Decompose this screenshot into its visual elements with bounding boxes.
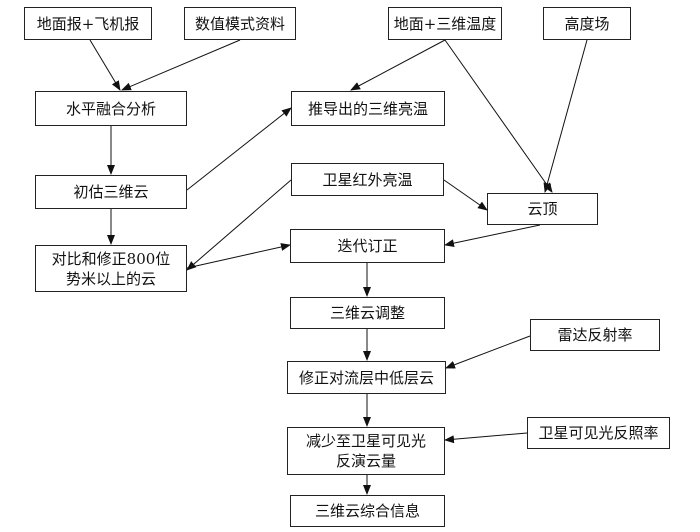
node-3d-cloud-adjust: 三维云调整 [290,297,445,329]
arrow-sat-ir-to-compare [186,179,292,271]
arrow-ground-3d-temp-to-cloud-top [444,39,553,193]
arrow-ground-aircraft-to-fusion [89,39,121,91]
node-model-data: 数值模式资料 [184,7,296,40]
arrow-model-data-to-fusion [121,39,241,91]
node-ground-aircraft: 地面报+飞机报 [24,7,152,40]
node-horizontal-fusion: 水平融合分析 [35,91,187,126]
node-3d-cloud-integrated: 三维云综合信息 [290,495,445,527]
node-reduce-to-sat-visible: 减少至卫星可见光 反演云量 [287,427,445,475]
node-initial-3d-cloud: 初估三维云 [35,175,187,209]
arrow-sat-ir-to-cloud-top [443,179,488,211]
arrow-height-field-to-cloud-top [543,39,588,193]
node-height-field: 高度场 [543,7,631,40]
arrow-visible-albedo-to-reduce [444,432,528,444]
node-cloud-top: 云顶 [487,193,598,225]
node-compare-correct-800: 对比和修正800位 势米以上的云 [35,245,187,292]
arrow-compare-to-iterative [186,243,291,269]
node-sat-visible-albedo: 卫星可见光反照率 [527,417,670,449]
node-ground-3d-temp: 地面+三维温度 [388,7,502,40]
node-radar-reflectivity: 雷达反射率 [530,319,660,351]
node-iterative-correction: 迭代订正 [290,229,445,263]
arrow-radar-to-correct-low [445,335,531,369]
node-correct-low-mid-cloud: 修正对流层中低层云 [287,361,446,394]
node-sat-ir-bright-temp: 卫星红外亮温 [291,163,444,196]
arrow-cloud-top-to-iterative [444,224,541,248]
node-derived-3d-bright-temp: 推导出的三维亮温 [291,91,445,126]
arrow-initial-cloud-to-derived-temp [186,107,292,191]
arrow-ground-3d-temp-to-derived [350,39,446,91]
